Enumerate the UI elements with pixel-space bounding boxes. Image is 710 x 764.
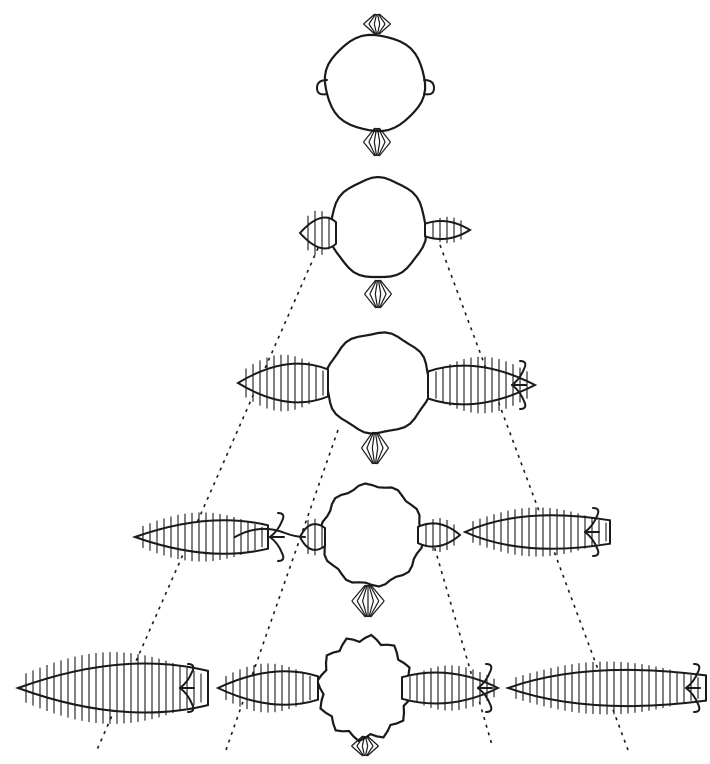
cone-row5-far-right (504, 661, 707, 715)
cell-1-left-knob (316, 79, 328, 96)
curl-row5-right (477, 663, 493, 713)
cone-row3-right (427, 356, 538, 414)
cone-row5-far-left (15, 652, 209, 724)
cell-2 (328, 175, 428, 279)
tuft-1-2 (363, 127, 391, 157)
tuft-2-3 (364, 279, 392, 309)
curl-row5-far-right (685, 663, 701, 713)
cone-row4-right-outer (462, 507, 611, 557)
tuft-4-5 (351, 584, 385, 618)
guide-line-right-inner (427, 524, 493, 746)
cell-1-right-knob (423, 79, 435, 96)
curl-row3-right (511, 360, 527, 410)
cone-row4-right-inner (417, 518, 462, 552)
cone-row4-left-inner (298, 518, 326, 556)
cone-row3-left (236, 354, 329, 412)
cell-4 (319, 482, 425, 588)
cone-row4-left-outer (132, 512, 269, 562)
cone-row2-right (424, 216, 472, 244)
cone-row2-left (298, 210, 337, 256)
cone-row5-left (215, 663, 319, 713)
curl-row4-left (269, 512, 285, 562)
cell-column (316, 33, 435, 743)
tuft-3-4 (361, 431, 389, 465)
tuft-bottom (351, 735, 379, 757)
guide-line-right-outer (439, 244, 629, 751)
cell-1 (323, 33, 427, 133)
cell-3 (324, 331, 432, 435)
cell-5 (316, 633, 414, 743)
curl-row4-right (584, 507, 600, 557)
cone-appendages (15, 210, 707, 724)
curl-row5-far-left (179, 663, 195, 713)
cone-row4-link (234, 527, 306, 538)
bristle-tufts (351, 13, 392, 757)
tuft-top (363, 13, 391, 35)
